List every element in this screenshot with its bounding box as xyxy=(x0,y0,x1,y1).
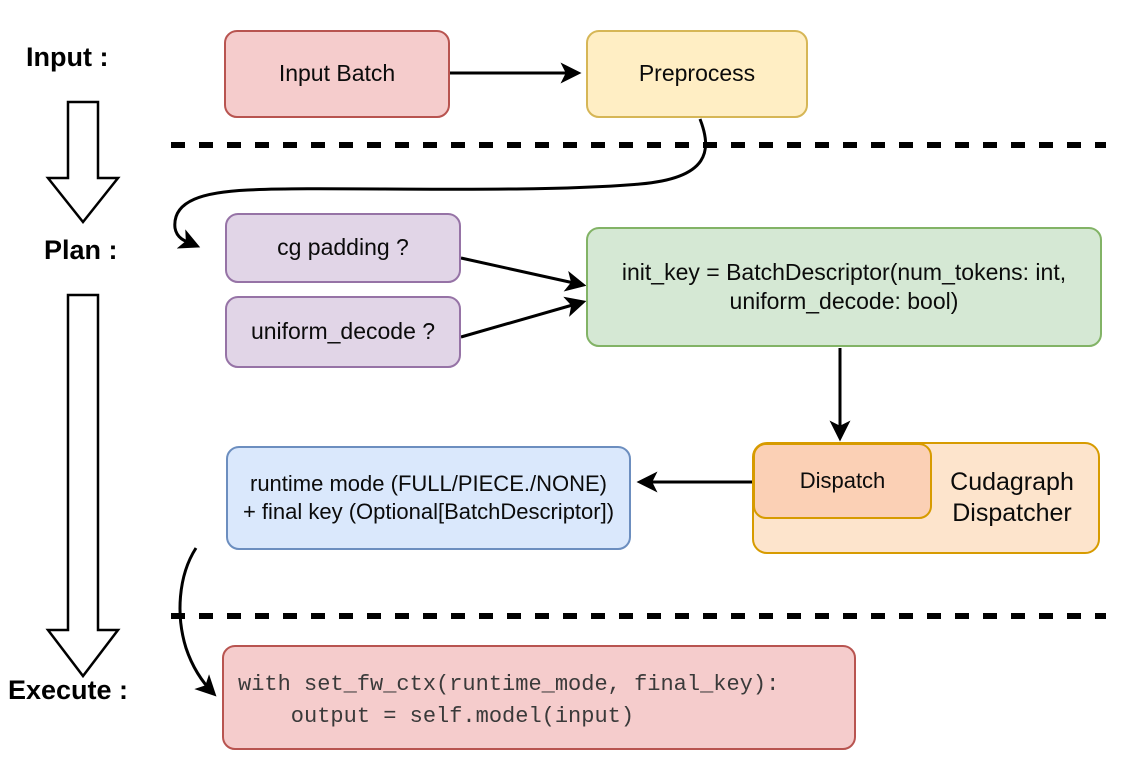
node-execute-code[interactable]: with set_fw_ctx(runtime_mode, final_key)… xyxy=(222,645,856,750)
node-runtime-mode[interactable]: runtime mode (FULL/PIECE./NONE) + final … xyxy=(226,446,631,550)
node-input-batch-label: Input Batch xyxy=(278,60,396,87)
runtime-mode-to-execute-code xyxy=(178,547,217,697)
node-execute-code-label: with set_fw_ctx(runtime_mode, final_key)… xyxy=(238,672,780,729)
node-dispatch[interactable]: Dispatch xyxy=(753,443,932,519)
node-uniform-decode[interactable]: uniform_decode ? xyxy=(225,296,461,368)
node-preprocess[interactable]: Preprocess xyxy=(586,30,808,118)
node-preprocess-label: Preprocess xyxy=(638,60,756,87)
node-init-key-label: init_key = BatchDescriptor(num_tokens: i… xyxy=(621,258,1067,314)
cg-padding-to-init-key xyxy=(460,256,587,292)
preprocess-to-cg-padding xyxy=(173,118,708,249)
node-cg-padding[interactable]: cg padding ? xyxy=(225,213,461,283)
node-input-batch[interactable]: Input Batch xyxy=(224,30,450,118)
stage-label-execute: Execute : xyxy=(8,675,129,705)
node-init-key[interactable]: init_key = BatchDescriptor(num_tokens: i… xyxy=(586,227,1102,347)
uniform-decode-to-init-key xyxy=(460,296,587,339)
stage-label-input: Input : xyxy=(26,42,109,72)
node-uniform-decode-label: uniform_decode ? xyxy=(250,318,436,345)
input-to-plan-arrow xyxy=(45,100,121,225)
node-cudagraph-dispatcher-label: Cudagraph Dispatcher xyxy=(950,467,1074,527)
node-dispatch-label: Dispatch xyxy=(799,467,886,493)
stage-label-plan: Plan : xyxy=(44,235,118,265)
plan-to-execute-arrow xyxy=(45,293,121,679)
node-runtime-mode-label: runtime mode (FULL/PIECE./NONE) + final … xyxy=(242,470,615,524)
node-cg-padding-label: cg padding ? xyxy=(277,234,409,261)
